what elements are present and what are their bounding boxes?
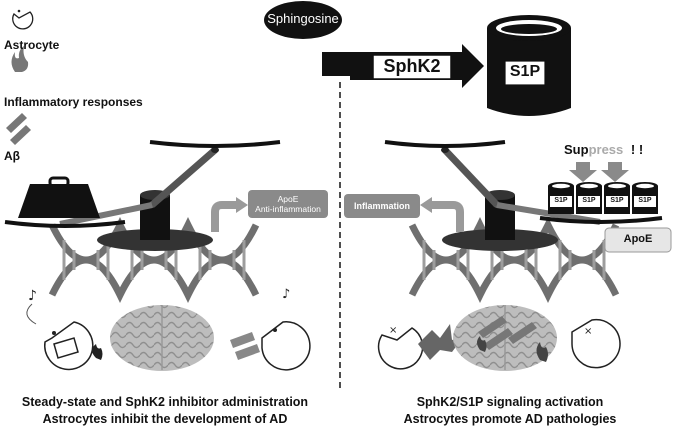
left-balance-scale [4,140,281,251]
flame-legend-icon [11,46,29,72]
sphk2-label: SphK2 [383,56,441,76]
small-s1p-barrel-3 [604,182,630,214]
s1p-label: S1P [509,63,541,80]
sphingosine-stem [322,52,352,76]
legend-inflammatory-label: Inflammatory responses [4,95,143,109]
left-dna-helix [48,216,260,304]
s1p-barrel-icon [487,15,571,116]
apoe-anti-inflammation-box [248,190,328,218]
astrocyte-legend-icon [12,9,34,30]
apoe-box-line2: Anti-inflammation [255,204,321,214]
legend-abeta-label: Aβ [4,149,20,163]
suppress-marks: ! ! [630,142,644,157]
left-astrocyte-right-icon [261,321,311,371]
inflammation-box [344,194,420,218]
right-caption-line1: SphK2/S1P signaling activation [416,395,604,409]
left-brain-icon [110,305,214,371]
sphk2-label-box [372,54,452,80]
barrel-label-4: S1P [638,197,652,204]
apoe-box-line1: ApoE [277,194,299,204]
small-s1p-barrel-1 [548,182,574,214]
left-caption-line1: Steady-state and SphK2 inhibitor adminis… [21,395,309,409]
left-abeta-fragments [230,332,260,360]
right-brain-flames [477,336,548,362]
right-astrocyte-right-icon: × [571,318,621,369]
right-flame-burst-icon [418,324,464,360]
barrel-label-2: S1P [582,197,596,204]
inflammation-label: Inflammation [353,201,410,211]
suppress-main: Sup [564,142,589,157]
right-dna-rungs [422,240,606,280]
right-apoe-label: ApoE [623,233,653,245]
left-caption: Steady-state and SphK2 inhibitor adminis… [0,394,330,428]
sphingosine-ellipse [264,1,342,39]
s1p-barrel-stack [548,182,658,214]
svg-text:×: × [584,326,592,337]
left-astrocyte-icon [44,321,103,371]
barrel-label-1: S1P [554,197,568,204]
small-s1p-barrel-4 [632,182,658,214]
suppress-faded: press [588,142,624,157]
right-caption: SphK2/S1P signaling activation Astrocyte… [350,394,670,428]
small-s1p-barrel-2 [576,182,602,214]
sphingosine-text: Sphingosine [267,11,339,26]
suppress-arrows [569,162,629,182]
left-caption-line2: Astrocytes inhibit the development of AD [42,412,288,426]
right-abeta-deposits [478,316,537,350]
barrel-label-3: S1P [610,197,624,204]
right-apoe-tag [604,227,672,253]
svg-text:×: × [389,325,397,336]
right-dna-helix [408,216,620,304]
music-note-icon-2: ♪ [282,287,290,302]
music-note-icon: ♪ [28,288,37,304]
legend-astrocyte-label: Astrocyte [4,38,60,52]
sphingosine-label: Sphingosine [264,11,342,26]
abeta-legend-icon [6,113,31,145]
right-caption-line2: Astrocytes promote AD pathologies [403,412,617,426]
right-astrocyte-left-icon: × [377,325,424,370]
right-feedback-arrow [430,201,464,232]
suppress-label: Suppress ! ! [564,142,643,157]
left-feedback-arrow [211,201,238,232]
